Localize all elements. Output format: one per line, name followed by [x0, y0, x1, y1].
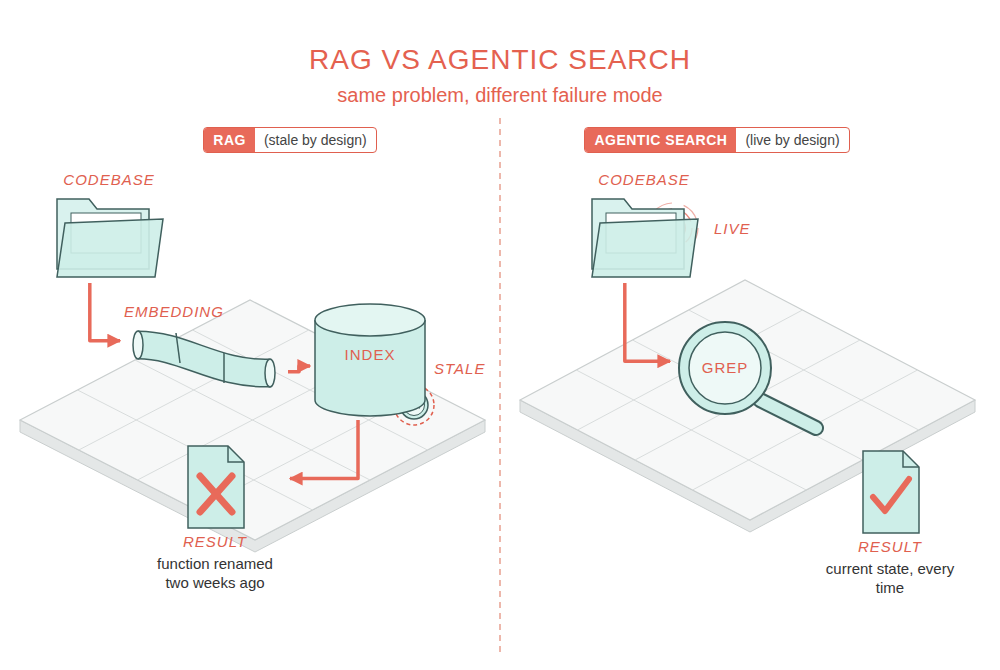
- embedding-pipe-icon-part: [133, 331, 143, 359]
- result-document-icon-part: [903, 451, 919, 467]
- result-document-icon-part: [863, 451, 919, 533]
- approach-badge: RAG(stale by design): [203, 127, 376, 153]
- result-document: RESULT current state, every time: [820, 445, 960, 600]
- embedding-pipe-icon-part: [176, 333, 180, 363]
- codebase-folder: CODEBASE: [45, 168, 173, 283]
- result-document-icon-part: [228, 446, 244, 462]
- index-cylinder-outline-part: [315, 304, 425, 336]
- embedding-pipe-icon: [124, 323, 284, 395]
- right-platform-part: [520, 280, 975, 520]
- grep-magnifier-outline-part: [679, 322, 771, 414]
- flow-arrow: [290, 420, 358, 479]
- shape-label: CODEBASE: [598, 171, 689, 188]
- result-document-icon-part: [188, 446, 244, 528]
- result-document-icon-part: [200, 476, 232, 512]
- divider-line: [499, 118, 501, 655]
- result-document-icon: [180, 442, 250, 532]
- flow-arrow: [288, 366, 310, 372]
- index-cylinder: INDEX: [310, 300, 430, 420]
- result-note: function renamed two weeks ago: [144, 555, 286, 593]
- grep-magnifier-outline-part: [760, 400, 816, 428]
- shape-label: EMBEDDING: [124, 303, 224, 320]
- grep-magnifier-outline-part: [760, 400, 816, 428]
- approach-badge: AGENTIC SEARCH(live by design): [584, 127, 849, 153]
- codebase-folder-icon: [584, 191, 704, 281]
- flow-arrow: [625, 283, 670, 361]
- shape-label: INDEX: [310, 346, 430, 363]
- live-tag: LIVE: [714, 220, 751, 237]
- flow-arrow: [90, 283, 120, 341]
- grep-magnifier-outline: [670, 318, 830, 438]
- result-document-icon: [855, 447, 925, 537]
- right-platform: [520, 280, 975, 532]
- codebase-folder: CODEBASE: [580, 168, 708, 283]
- subtitle: same problem, different failure mode: [337, 84, 662, 107]
- result-document-icon-part: [200, 476, 232, 512]
- diagram-title: RAG VS AGENTIC SEARCH: [0, 44, 1000, 76]
- embedding-pipe-icon-part: [265, 359, 275, 387]
- embedding-pipe-icon-part: [138, 345, 270, 373]
- codebase-folder-icon-part: [592, 219, 698, 277]
- shape-label: RESULT: [183, 533, 247, 550]
- result-document-icon-part: [873, 479, 909, 511]
- codebase-folder-icon: [49, 191, 169, 281]
- shape-label: GREP: [680, 359, 770, 376]
- embedding-pipe-icon-part: [223, 353, 225, 383]
- embedding-pipe: EMBEDDING: [120, 300, 288, 397]
- shape-label: RESULT: [858, 538, 922, 555]
- codebase-folder-icon-part: [57, 219, 163, 277]
- result-note: current state, every time: [824, 560, 956, 598]
- result-document: RESULT function renamed two weeks ago: [140, 440, 290, 595]
- embedding-pipe-icon-part: [138, 345, 270, 373]
- badge-name: AGENTIC SEARCH: [585, 128, 736, 152]
- badge-note: (live by design): [736, 128, 848, 152]
- badge-note: (stale by design): [255, 128, 376, 152]
- badge-name: RAG: [204, 128, 255, 152]
- stale-tag: STALE: [434, 360, 485, 377]
- shape-label: CODEBASE: [63, 171, 154, 188]
- grep-magnifier: GREP: [670, 318, 830, 438]
